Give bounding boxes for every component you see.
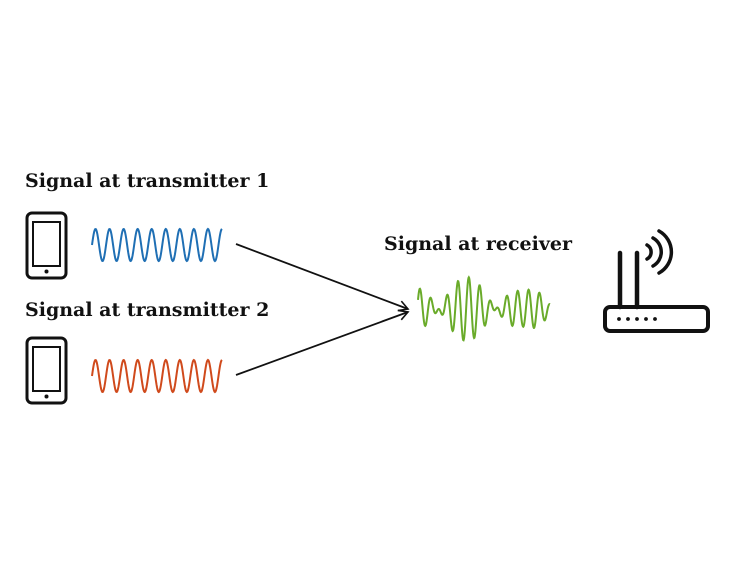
receiver-label: Signal at receiver (384, 233, 573, 255)
arrow-transmitter-1-to-receiver (235, 243, 410, 312)
receiver-waveform (417, 275, 551, 342)
smartphone-icon (25, 336, 68, 405)
transmitter-1-label: Signal at transmitter 1 (25, 170, 269, 192)
transmitter-1-waveform (91, 227, 223, 263)
arrow-transmitter-2-to-receiver (235, 309, 410, 376)
smartphone-icon (25, 211, 68, 280)
transmitter-2-label: Signal at transmitter 2 (25, 299, 269, 321)
wifi-router-icon (603, 229, 710, 333)
transmitter-2-waveform (91, 358, 223, 394)
